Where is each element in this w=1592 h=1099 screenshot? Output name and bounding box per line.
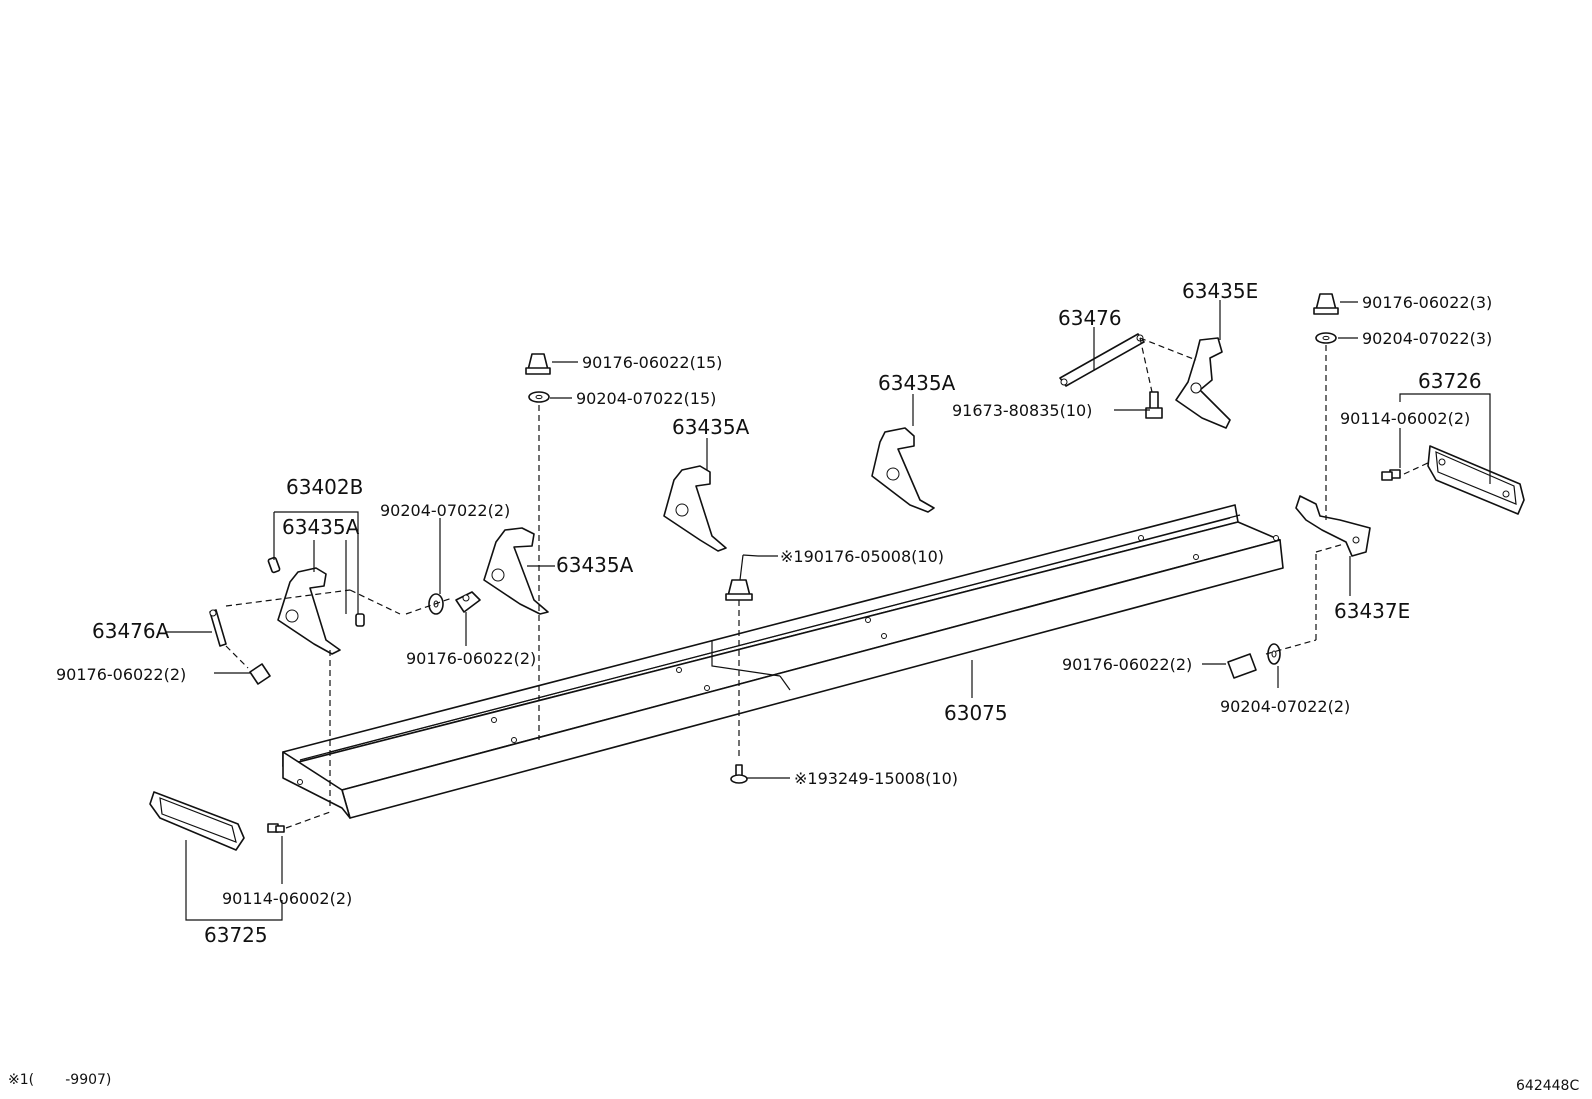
cap-nut-center xyxy=(725,579,753,601)
pn-nut-top-center: 90176-06022(15) xyxy=(582,353,722,372)
label-63075: 63075 xyxy=(944,701,1008,725)
figure-code: 642448C xyxy=(1516,1078,1579,1094)
bracket-63435A-mid xyxy=(663,465,727,552)
step-pad-63725 xyxy=(149,791,245,851)
clip-small-left-a xyxy=(267,556,281,574)
bracket-63435A-small xyxy=(483,527,549,615)
running-board xyxy=(282,504,1284,819)
assembly-lines xyxy=(225,337,1431,829)
cap-nut-top-center xyxy=(525,353,551,375)
label-63476: 63476 xyxy=(1058,306,1122,330)
cap-nut-right-bottom xyxy=(1227,653,1257,679)
brace-63476A xyxy=(209,609,227,647)
cap-nut-left-bracket xyxy=(455,591,481,613)
label-63725: 63725 xyxy=(204,923,268,947)
pn-washer-right-bottom: 90204-07022(2) xyxy=(1220,697,1350,716)
label-63435E: 63435E xyxy=(1182,279,1258,303)
bracket-63437E xyxy=(1295,495,1371,557)
bracket-63435A-right xyxy=(871,427,935,513)
bracket-63435E xyxy=(1175,337,1231,429)
pn-screw-right-pad: 90114-06002(2) xyxy=(1340,409,1470,428)
pn-nut-right-bottom: 90176-06022(2) xyxy=(1062,655,1192,674)
pn-washer-top-center: 90204-07022(15) xyxy=(576,389,716,408)
leader-lines xyxy=(166,300,1491,921)
label-63476A: 63476A xyxy=(92,619,170,643)
label-63435A-small: 63435A xyxy=(556,553,634,577)
label-63726: 63726 xyxy=(1418,369,1482,393)
bolt-stud xyxy=(1145,391,1163,419)
pn-screw-bottom-marked: ※193249-15008(10) xyxy=(794,769,958,788)
screw-bottom-center xyxy=(730,764,748,784)
pn-bolt-stud: 91673-80835(10) xyxy=(952,401,1092,420)
pn-washer-top-right: 90204-07022(3) xyxy=(1362,329,1492,348)
label-63435A-left: 63435A xyxy=(282,515,360,539)
pn-screw-left-pad: 90114-06002(2) xyxy=(222,889,352,908)
label-63435A-right: 63435A xyxy=(878,371,956,395)
step-pad-63726 xyxy=(1427,445,1525,515)
screw-right-pad xyxy=(1381,469,1401,481)
pn-nut-left-bracket: 90176-06022(2) xyxy=(406,649,536,668)
cap-nut-top-right xyxy=(1313,293,1339,315)
cap-nut-far-left xyxy=(249,663,271,685)
clip-small-left-b xyxy=(355,613,365,627)
label-63402B: 63402B xyxy=(286,475,363,499)
brace-63476 xyxy=(1059,333,1145,387)
label-63437E: 63437E xyxy=(1334,599,1410,623)
pn-nut-far-left: 90176-06022(2) xyxy=(56,665,186,684)
pn-nut-top-right: 90176-06022(3) xyxy=(1362,293,1492,312)
footnote: ※1( -9907) xyxy=(8,1072,111,1088)
pn-washer-left: 90204-07022(2) xyxy=(380,501,510,520)
pn-nut-center-marked: ※190176-05008(10) xyxy=(780,547,944,566)
screw-left-pad xyxy=(267,823,285,833)
label-63435A-mid: 63435A xyxy=(672,415,750,439)
bracket-63435A-left xyxy=(277,567,341,655)
